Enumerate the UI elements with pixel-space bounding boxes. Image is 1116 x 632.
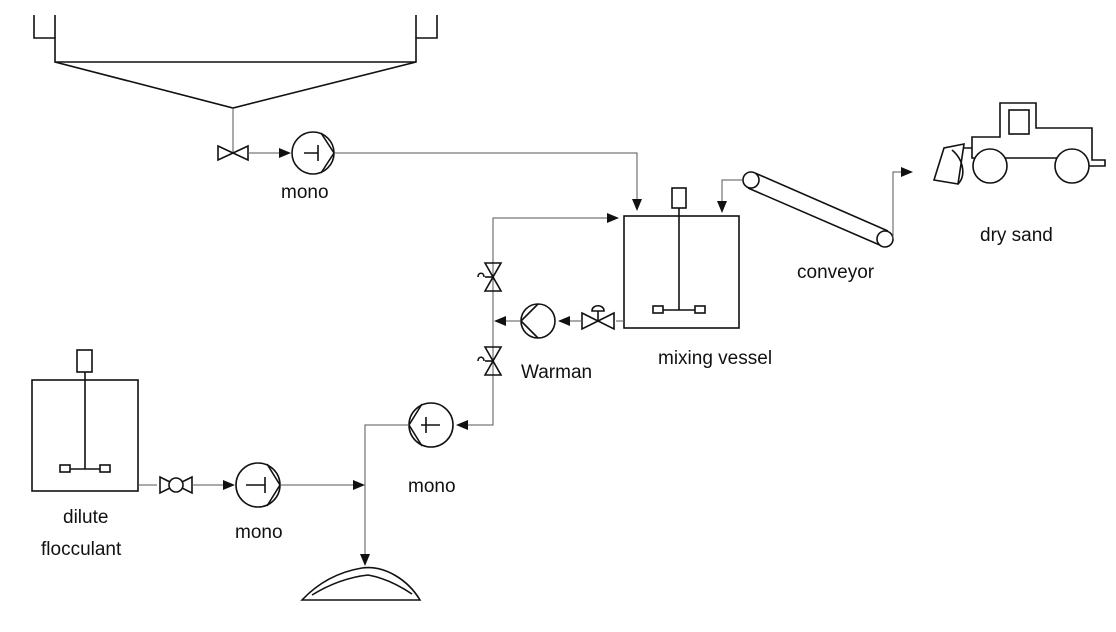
mono-pump-top xyxy=(291,131,335,175)
label-mono-bottom: mono xyxy=(235,522,283,543)
valve-flocculant-outlet xyxy=(159,475,193,495)
thickener-tank xyxy=(33,15,438,109)
valve-upper-vertical xyxy=(477,262,503,292)
label-dry-sand: dry sand xyxy=(980,225,1053,246)
label-conveyor: conveyor xyxy=(797,262,875,283)
label-flocculant: flocculant xyxy=(41,539,122,560)
front-loader-icon xyxy=(932,102,1106,185)
conveyor xyxy=(742,171,894,248)
label-mixing-vessel: mixing vessel xyxy=(658,348,772,369)
valve-lower-vertical xyxy=(477,346,503,376)
sand-pile xyxy=(300,566,422,601)
flocculant-tank xyxy=(31,349,139,492)
mono-pump-middle xyxy=(408,402,454,448)
warman-pump xyxy=(519,303,556,339)
mixing-vessel xyxy=(623,187,740,329)
mono-pump-bottom xyxy=(235,462,281,508)
label-mono-middle: mono xyxy=(408,476,456,497)
label-dilute: dilute xyxy=(63,507,108,528)
valve-vessel-outlet xyxy=(581,304,615,331)
label-warman: Warman xyxy=(521,362,592,383)
label-mono-top: mono xyxy=(281,182,329,203)
